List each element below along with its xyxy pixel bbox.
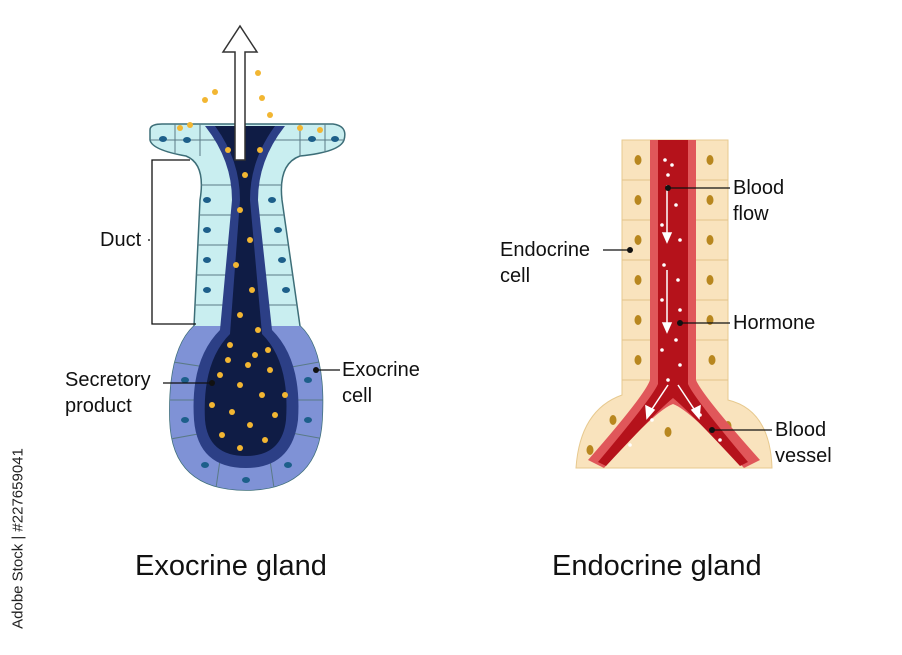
stock-watermark: Adobe Stock | #227659041 bbox=[9, 448, 27, 629]
label-secretory-line1: Secretory bbox=[65, 369, 151, 391]
endocrine-gland-illustration bbox=[575, 139, 773, 469]
label-duct: Duct bbox=[100, 229, 142, 251]
label-blood-vessel-line1: Blood bbox=[775, 419, 827, 441]
label-blood-flow-line1: Blood bbox=[733, 177, 785, 199]
label-endocrine-cell-line1: Endocrine bbox=[500, 239, 591, 261]
label-endocrine-cell-line2: cell bbox=[500, 265, 531, 287]
exocrine-gland-illustration bbox=[149, 24, 346, 491]
label-exocrine-cell-line2: cell bbox=[342, 385, 373, 407]
label-blood-vessel-line2: vessel bbox=[775, 445, 832, 467]
label-blood-flow-line2: flow bbox=[733, 203, 769, 225]
exocrine-gland-title: Exocrine gland bbox=[135, 550, 327, 582]
secretion-arrow-icon bbox=[221, 24, 259, 161]
label-hormone: Hormone bbox=[733, 312, 816, 334]
endocrine-gland-title: Endocrine gland bbox=[552, 550, 762, 582]
exocrine-leader-lines bbox=[148, 159, 340, 384]
endocrine-leader-lines bbox=[603, 187, 772, 431]
blood-flow-arrows-icon bbox=[645, 185, 701, 420]
label-exocrine-cell-line1: Exocrine bbox=[342, 359, 420, 381]
label-secretory-line2: product bbox=[65, 395, 132, 417]
